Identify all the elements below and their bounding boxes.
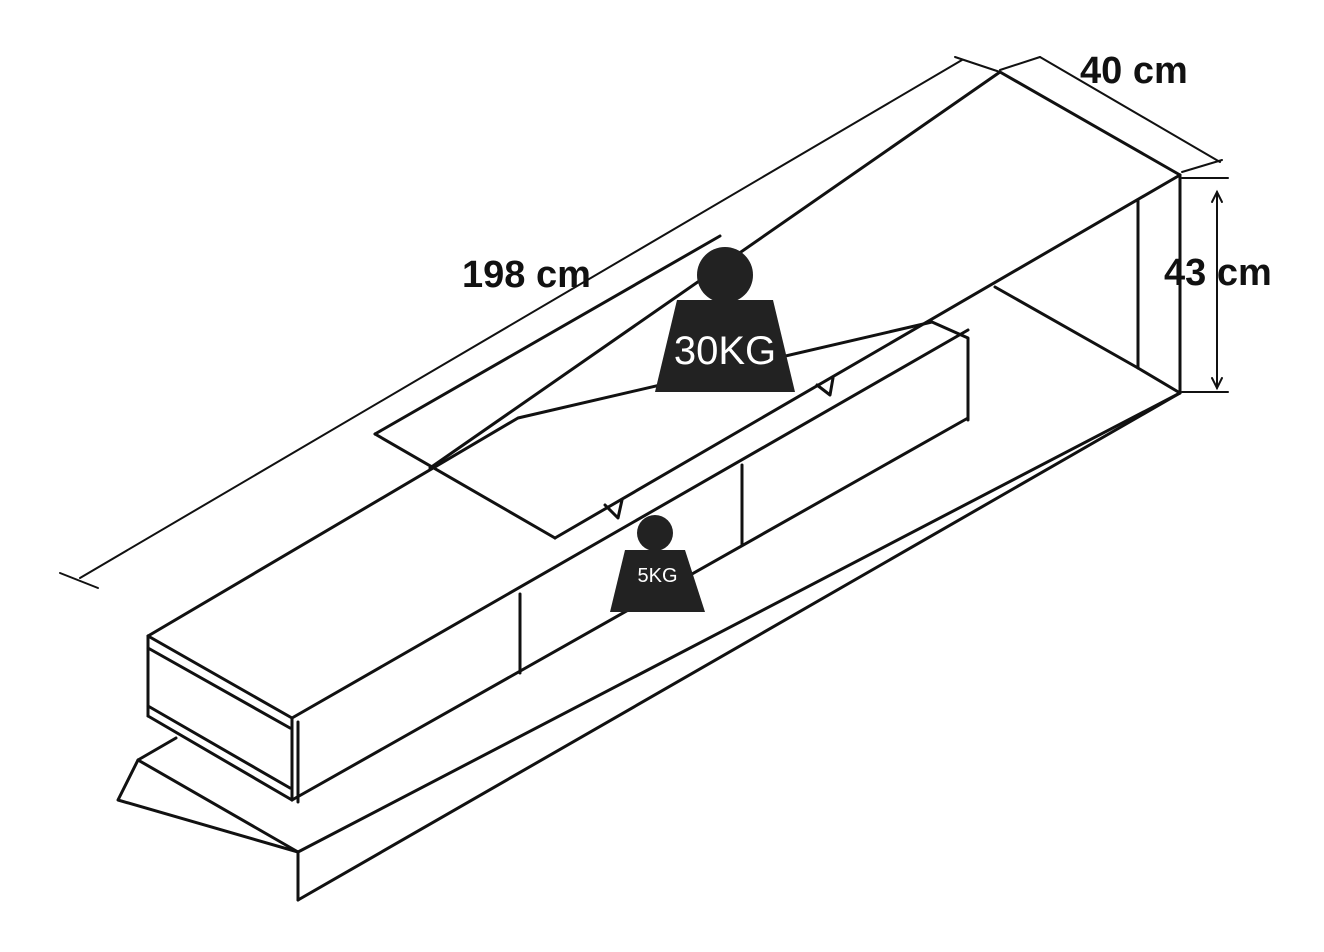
drawer-cabinet (146, 320, 970, 804)
weight-5kg-label: 5KG (637, 565, 678, 587)
height-dimension-line (1181, 177, 1229, 393)
weight-30kg-icon (655, 247, 795, 392)
bracket-left (603, 498, 624, 520)
bracket-right (815, 376, 835, 397)
weight-5kg-icon (610, 515, 705, 612)
base-plinth (116, 391, 1182, 902)
glass-panel-edge (373, 234, 722, 436)
glass-panel (373, 432, 557, 540)
depth-label: 40 cm (1080, 50, 1188, 92)
length-label: 198 cm (462, 254, 591, 296)
depth-dimension-line (999, 56, 1223, 173)
weight-30kg-label: 30KG (673, 329, 777, 373)
height-label: 43 cm (1164, 252, 1272, 294)
top-surface (296, 70, 1182, 902)
length-dimension-line (59, 56, 1001, 589)
